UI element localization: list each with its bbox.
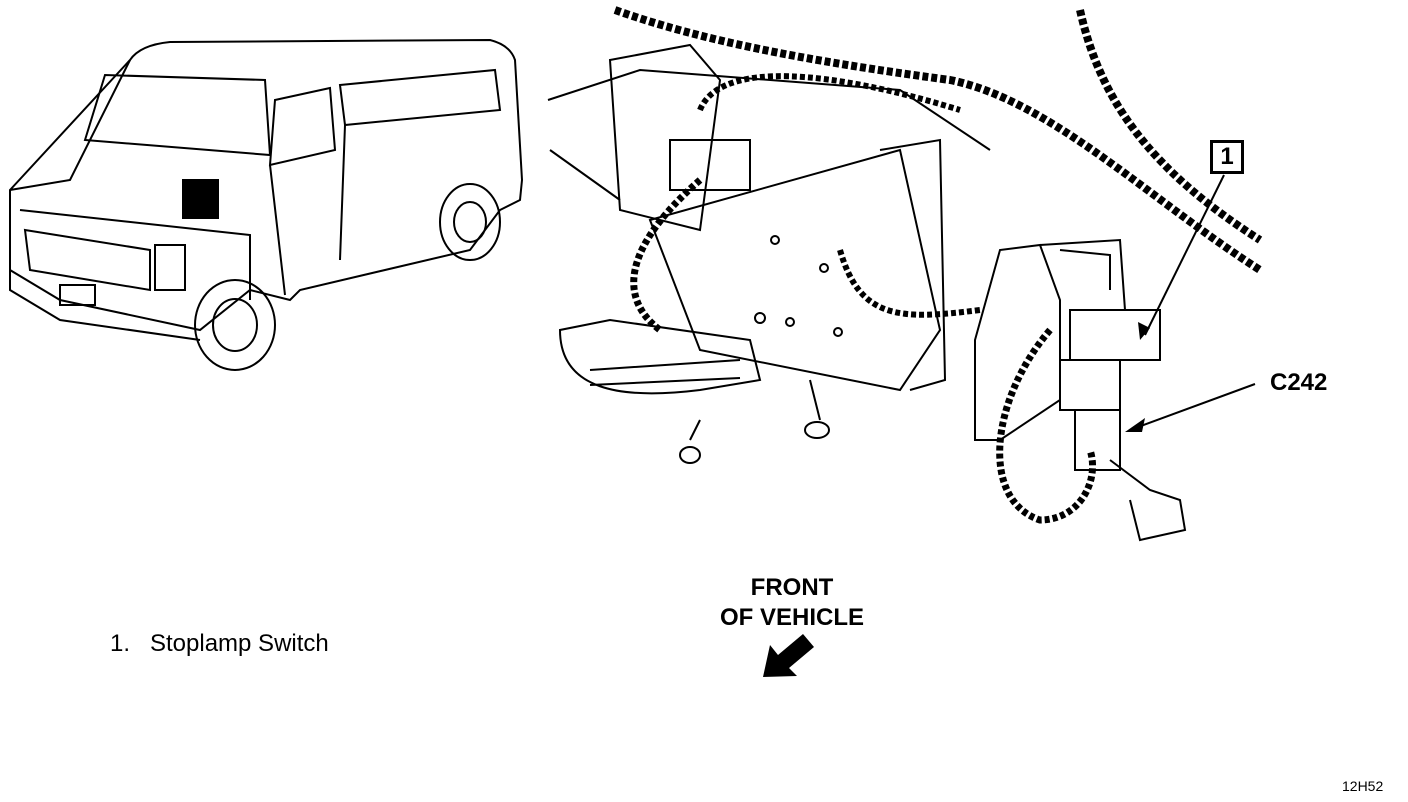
connector-label-c242: C242 — [1270, 369, 1328, 396]
callout-1: 1 — [1210, 140, 1244, 174]
front-line2: OF VEHICLE — [720, 604, 865, 631]
front-of-vehicle-label: FRONT OF VEHICLE — [720, 573, 864, 633]
stoplamp-switch-assembly — [974, 238, 1187, 542]
figure-code: 12H52 — [1342, 778, 1384, 794]
van-illustration — [9, 38, 524, 371]
legend-number: 1. — [110, 630, 131, 657]
leader-line-1 — [1144, 174, 1225, 336]
harness-and-bracket — [547, 6, 1263, 464]
legend-label: Stoplamp Switch — [150, 630, 329, 657]
front-arrow-icon — [763, 634, 814, 677]
legend-item: 1. Stoplamp Switch — [110, 630, 329, 658]
front-line1: FRONT — [750, 574, 834, 601]
highlight-area — [182, 179, 219, 219]
leader-line-c242 — [1129, 383, 1256, 431]
